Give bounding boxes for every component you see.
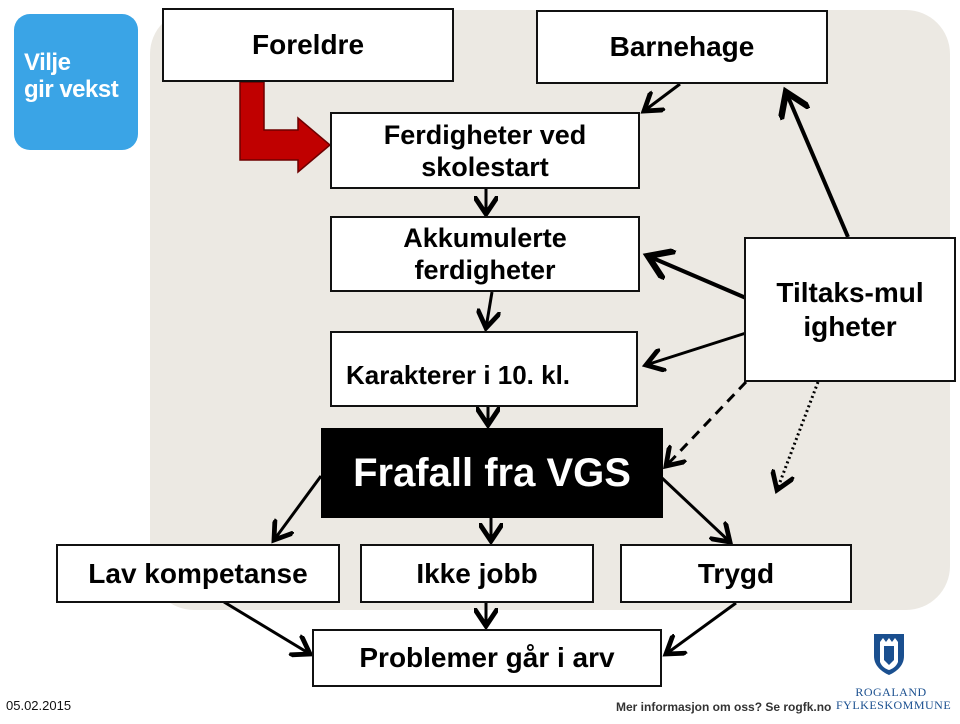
footer-info-link[interactable]: Mer informasjon om oss? Se rogfk.no — [616, 700, 832, 714]
rogaland-shield-icon — [874, 634, 904, 675]
rogaland-fylkeskommune-logo: ROGALAND FYLKESKOMMUNE — [836, 685, 952, 712]
trygd-box: Trygd — [620, 544, 852, 603]
footer-date: 05.02.2015 — [6, 698, 72, 713]
akkumulerte-ferdigheter-box: Akkumulerte ferdigheter — [330, 216, 640, 292]
karakterer-box: Karakterer i 10. kl. — [330, 331, 638, 407]
ferdigheter-ved-skolestart-label: Ferdigheter ved skolestart — [383, 119, 587, 182]
foreldre-label: Foreldre — [251, 29, 365, 60]
tiltak-to-outcomes-dotted-arrow — [777, 381, 820, 490]
akkumulerte-ferdigheter-label: Akkumulerte ferdigheter — [403, 223, 567, 285]
lav-kompetanse-to-problemer-arrow — [223, 600, 310, 654]
tiltak-to-akkumulerte-arrow — [648, 256, 747, 300]
tiltaksmuligheter-box: Tiltaks-muligheter — [744, 237, 956, 382]
frafall-fra-vgs-box: Frafall fra VGS — [321, 428, 663, 518]
frafall-fra-vgs-label: Frafall fra VGS — [353, 450, 631, 495]
county-line-1: ROGALAND — [855, 685, 927, 699]
logo-line-2: gir vekst — [24, 76, 119, 103]
trygd-label: Trygd — [697, 557, 775, 589]
lav-kompetanse-label: Lav kompetanse — [88, 557, 308, 589]
tiltak-to-barnehage-arrow — [786, 92, 850, 238]
tiltak-to-karakterer-arrow — [646, 331, 747, 365]
logo-line-1: Vilje — [24, 49, 71, 76]
tiltak-to-frafall-dashed-arrow — [666, 380, 748, 466]
frafall-to-lav-kompetanse-arrow — [274, 475, 323, 540]
barnehage-to-skolestart-arrow — [644, 82, 681, 111]
problemer-gar-i-arv-box: Problemer går i arv — [312, 629, 662, 687]
barnehage-box: Barnehage — [536, 10, 828, 84]
ikke-jobb-label: Ikke jobb — [416, 557, 538, 589]
ferdigheter-ved-skolestart-box: Ferdigheter ved skolestart — [330, 112, 640, 189]
county-line-2: FYLKESKOMMUNE — [836, 698, 952, 712]
frafall-to-trygd-arrow — [660, 476, 730, 542]
lav-kompetanse-box: Lav kompetanse — [56, 544, 340, 603]
ikke-jobb-box: Ikke jobb — [360, 544, 594, 603]
tiltaksmuligheter-label: Tiltaks-muligheter — [776, 276, 924, 342]
barnehage-label: Barnehage — [609, 31, 755, 62]
foreldre-to-skolestart-arrow — [239, 81, 332, 174]
vilje-gir-vekst-logo: Vilje gir vekst — [14, 14, 138, 150]
trygd-to-problemer-arrow — [666, 601, 737, 654]
akkumulerte-to-karakterer-arrow — [486, 291, 492, 328]
problemer-gar-i-arv-label: Problemer går i arv — [359, 642, 615, 673]
karakterer-label: Karakterer i 10. kl. — [346, 360, 571, 390]
foreldre-box: Foreldre — [162, 8, 454, 82]
